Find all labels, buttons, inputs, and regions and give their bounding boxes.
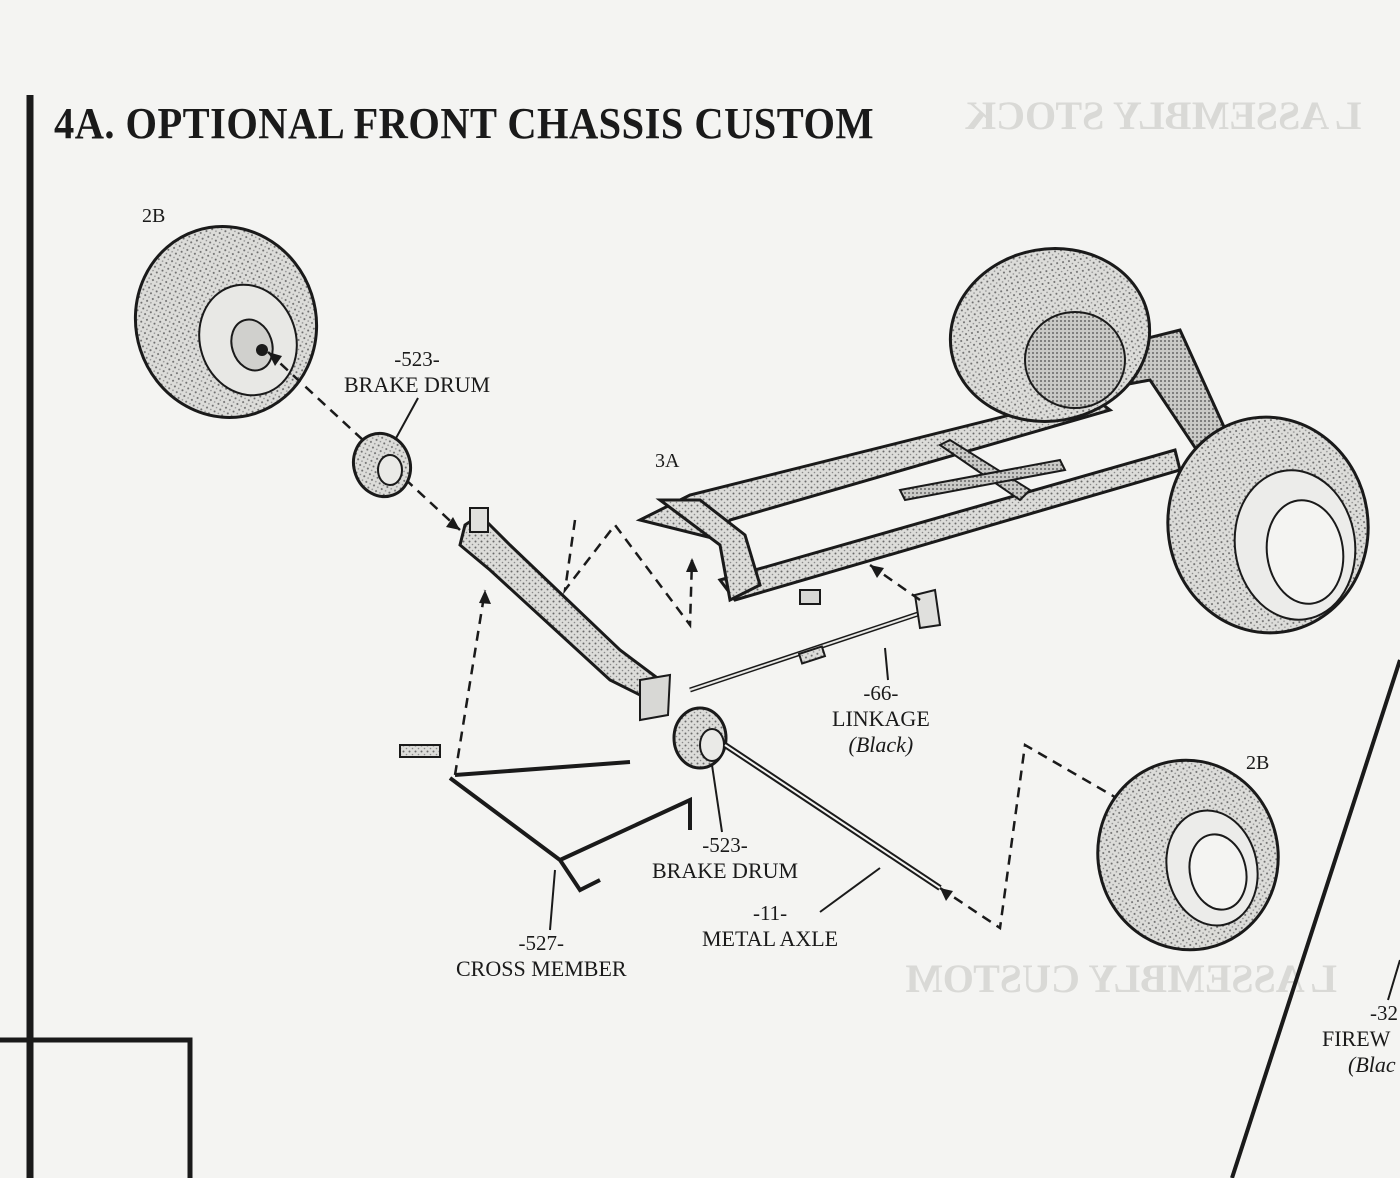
metal-axle-rod (723, 742, 942, 891)
label-firewall-cropped: -32 FIREW (Blac (1322, 1000, 1398, 1078)
cross-member-part (399, 744, 692, 893)
wheel-top-ref-tag: 2B (142, 205, 166, 227)
assembly-path-axle (939, 742, 1121, 931)
label-metal-axle: -11- METAL AXLE (702, 900, 838, 952)
diagonal-divider-rule (1230, 659, 1400, 1178)
part-name: CROSS MEMBER (456, 956, 627, 981)
part-number: -527- (518, 931, 565, 955)
label-linkage: -66- LINKAGE (Black) (832, 680, 930, 758)
lower-box-rule (0, 1037, 193, 1178)
part-number: -66- (863, 681, 899, 705)
chassis-frame-3A (635, 328, 1232, 605)
brake-drum-top (352, 431, 412, 499)
front-axle-beam (458, 507, 672, 722)
part-name: METAL AXLE (702, 926, 839, 951)
part-number: -523- (394, 347, 440, 371)
label-brake-drum-bottom: -523- BRAKE DRUM (652, 832, 798, 884)
part-finish: (Black) (848, 732, 914, 757)
part-name: BRAKE DRUM (652, 858, 799, 883)
part-name: LINKAGE (832, 706, 930, 731)
label-brake-drum-top: -523- BRAKE DRUM (344, 346, 490, 398)
rear-wheel-right (1166, 415, 1370, 635)
wheel-bottom-ref-tag: 2B (1246, 752, 1270, 774)
part-number: -11- (752, 901, 788, 925)
part-name: FIREW (1322, 1026, 1391, 1051)
part-finish: (Blac (1348, 1052, 1396, 1077)
label-cross-member: -527- CROSS MEMBER (456, 930, 627, 982)
rear-wheel-left (948, 247, 1152, 423)
wheel-top-left (133, 225, 319, 419)
part-number: -32 (1370, 1001, 1398, 1025)
part-name: BRAKE DRUM (344, 372, 491, 397)
wheel-bottom-right (1096, 758, 1280, 952)
assembly-path-chassis (563, 519, 694, 629)
chassis-ref-tag: 3A (655, 450, 680, 472)
linkage-part (689, 588, 942, 693)
assembly-path-wheel (267, 351, 461, 531)
brake-drum-bottom (672, 706, 728, 770)
page-title: 4A. OPTIONAL FRONT CHASSIS CUSTOM (54, 99, 875, 148)
part-number: -523- (702, 833, 748, 857)
